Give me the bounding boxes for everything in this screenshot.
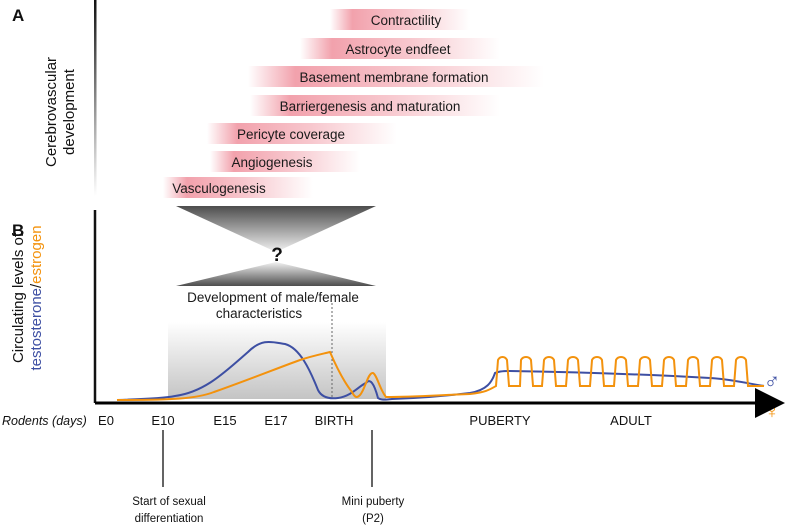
annotation-mini-puberty-line2: (P2) xyxy=(362,513,384,525)
hourglass-bottom xyxy=(176,262,376,286)
bar-label-pericyte-coverage: Pericyte coverage xyxy=(237,127,345,142)
bar-basement-membrane xyxy=(248,66,544,87)
annotation-sexual-differentiation-line1: Start of sexual xyxy=(132,496,206,508)
panel-a-axis-label-line1: Cerebrovascular xyxy=(43,57,60,167)
panel-a-axis xyxy=(94,0,97,196)
male-symbol-icon: ♂ xyxy=(764,368,781,393)
annotation-mini-puberty-line1: Mini puberty xyxy=(342,496,405,508)
tick-e10: E10 xyxy=(151,413,174,428)
hourglass-question-mark: ? xyxy=(271,245,283,266)
timeline-axis-title: Rodents (days) xyxy=(2,414,87,428)
bar-barriergenesis xyxy=(250,95,500,116)
bar-label-contractility: Contractility xyxy=(371,13,442,28)
hourglass-top xyxy=(176,206,376,252)
hourglass-caption-line1: Development of male/female xyxy=(187,290,359,305)
estrogen-word: estrogen xyxy=(28,225,45,283)
panel-a-letter: A xyxy=(12,6,24,25)
bar-contractility xyxy=(330,9,470,30)
hourglass-caption-line2: characteristics xyxy=(216,306,303,321)
bar-pericyte-coverage xyxy=(207,123,397,144)
bar-label-vasculogenesis: Vasculogenesis xyxy=(172,181,266,196)
tick-birth: BIRTH xyxy=(315,413,354,428)
bar-astrocyte-endfeet xyxy=(300,38,500,59)
bar-label-angiogenesis: Angiogenesis xyxy=(231,155,312,170)
slash: / xyxy=(28,283,45,288)
bar-label-basement-membrane: Basement membrane formation xyxy=(299,70,488,85)
panel-b-axis-label-line1: Circulating levels of xyxy=(10,232,27,363)
tick-puberty: PUBERTY xyxy=(469,413,530,428)
annotation-sexual-differentiation-line2: differentiation xyxy=(135,513,204,525)
testosterone-word: testosterone xyxy=(28,288,45,371)
panel-b-axis-label-line2: testosterone/estrogen xyxy=(28,225,45,370)
hourglass: ? xyxy=(176,206,376,286)
tick-e17: E17 xyxy=(264,413,287,428)
tick-e15: E15 xyxy=(213,413,236,428)
panel-a-axis-label-line2: development xyxy=(61,68,78,155)
estrogen-curve xyxy=(116,350,764,401)
bar-label-barriergenesis: Barriergenesis and maturation xyxy=(280,99,461,114)
bar-angiogenesis xyxy=(210,151,360,172)
panel-b-letter: B xyxy=(12,221,24,240)
process-bars: Contractility Astrocyte endfeet Basement… xyxy=(163,9,544,198)
tick-e0: E0 xyxy=(98,413,114,428)
bar-label-astrocyte-endfeet: Astrocyte endfeet xyxy=(345,42,450,57)
tick-adult: ADULT xyxy=(610,413,652,428)
bar-vasculogenesis xyxy=(163,177,313,198)
